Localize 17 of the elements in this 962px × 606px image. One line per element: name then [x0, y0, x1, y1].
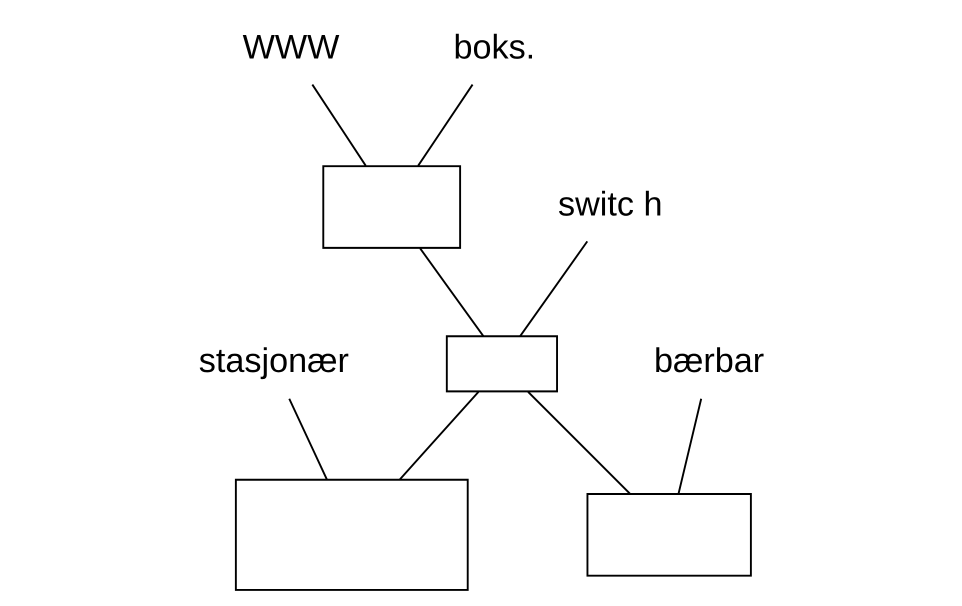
- connector: [398, 391, 479, 480]
- connector: [288, 398, 328, 480]
- node-box: [234, 478, 468, 591]
- connector: [518, 240, 588, 337]
- node-text: bærbar: [653, 342, 764, 380]
- connector: [526, 391, 630, 495]
- node-text: boks.: [452, 28, 535, 67]
- node-box: [322, 165, 461, 249]
- node-text: stasjonær: [198, 342, 348, 380]
- connector: [311, 84, 366, 166]
- connector: [677, 398, 702, 494]
- connector: [416, 84, 473, 166]
- node-text: WWW: [242, 28, 339, 67]
- node-box: [445, 335, 558, 392]
- node-box: [586, 493, 752, 577]
- node-text: switc h: [558, 185, 662, 224]
- connector: [418, 248, 484, 337]
